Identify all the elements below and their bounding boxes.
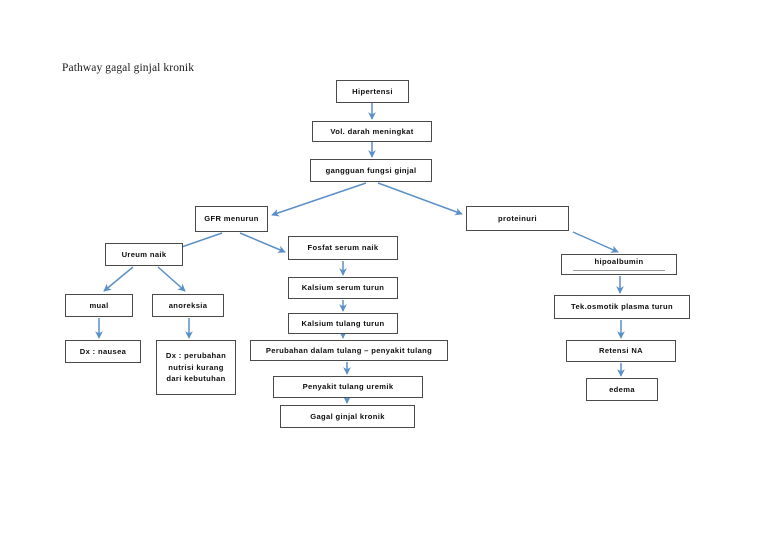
node-kalsium-tulang-turun[interactable]: Kalsium tulang turun bbox=[288, 313, 398, 334]
node-perubahan-dalam-tulang[interactable]: Perubahan dalam tulang – penyakit tulang bbox=[250, 340, 448, 361]
node-hipertensi[interactable]: Hipertensi bbox=[336, 80, 409, 103]
node-gagal-ginjal-kronik[interactable]: Gagal ginjal kronik bbox=[280, 405, 415, 428]
node-proteinuri[interactable]: proteinuri bbox=[466, 206, 569, 231]
node-penyakit-tulang-uremik[interactable]: Penyakit tulang uremik bbox=[273, 376, 423, 398]
node-tek-osmotik-plasma-turun[interactable]: Tek.osmotik plasma turun bbox=[554, 295, 690, 319]
node-dx-perubahan-nutrisi-line-2: nutrisi kurang bbox=[168, 362, 224, 372]
edge-ureum-mual bbox=[103, 266, 134, 292]
node-dx-perubahan-nutrisi-line-1: Dx : perubahan bbox=[165, 350, 227, 360]
edge-gfr-fosfat bbox=[239, 232, 286, 253]
node-vol-darah-meningkat[interactable]: Vol. darah meningkat bbox=[312, 121, 432, 142]
node-fosfat-serum-naik[interactable]: Fosfat serum naik bbox=[288, 236, 398, 260]
page-title: Pathway gagal ginjal kronik bbox=[62, 62, 195, 74]
node-dx-nausea[interactable]: Dx : nausea bbox=[65, 340, 141, 363]
node-gfr-menurun[interactable]: GFR menurun bbox=[195, 206, 268, 232]
edge-ureum-anoreksia bbox=[157, 266, 186, 292]
node-anoreksia[interactable]: anoreksia bbox=[152, 294, 224, 317]
node-mual[interactable]: mual bbox=[65, 294, 133, 317]
edge-gangguan-proteinuri bbox=[377, 182, 463, 216]
node-dx-perubahan-nutrisi-line-3: dari kebutuhan bbox=[166, 374, 226, 384]
node-edema[interactable]: edema bbox=[586, 378, 658, 401]
node-hipoalbumin-label: hipoalbumin bbox=[594, 257, 644, 266]
node-dx-perubahan-nutrisi[interactable]: Dx : perubahan nutrisi kurang dari kebut… bbox=[156, 340, 236, 395]
edge-proteinuri-hipoalbumin bbox=[572, 231, 619, 253]
node-hipoalbumin-underline bbox=[572, 270, 666, 271]
node-kalsium-serum-turun[interactable]: Kalsium serum turun bbox=[288, 277, 398, 299]
node-ureum-naik[interactable]: Ureum naik bbox=[105, 243, 183, 266]
edge-gangguan-gfr bbox=[271, 182, 367, 217]
node-hipoalbumin[interactable]: hipoalbumin bbox=[561, 254, 677, 275]
node-gangguan-fungsi-ginjal[interactable]: gangguan fungsi ginjal bbox=[310, 159, 432, 182]
node-retensi-na[interactable]: Retensi NA bbox=[566, 340, 676, 362]
